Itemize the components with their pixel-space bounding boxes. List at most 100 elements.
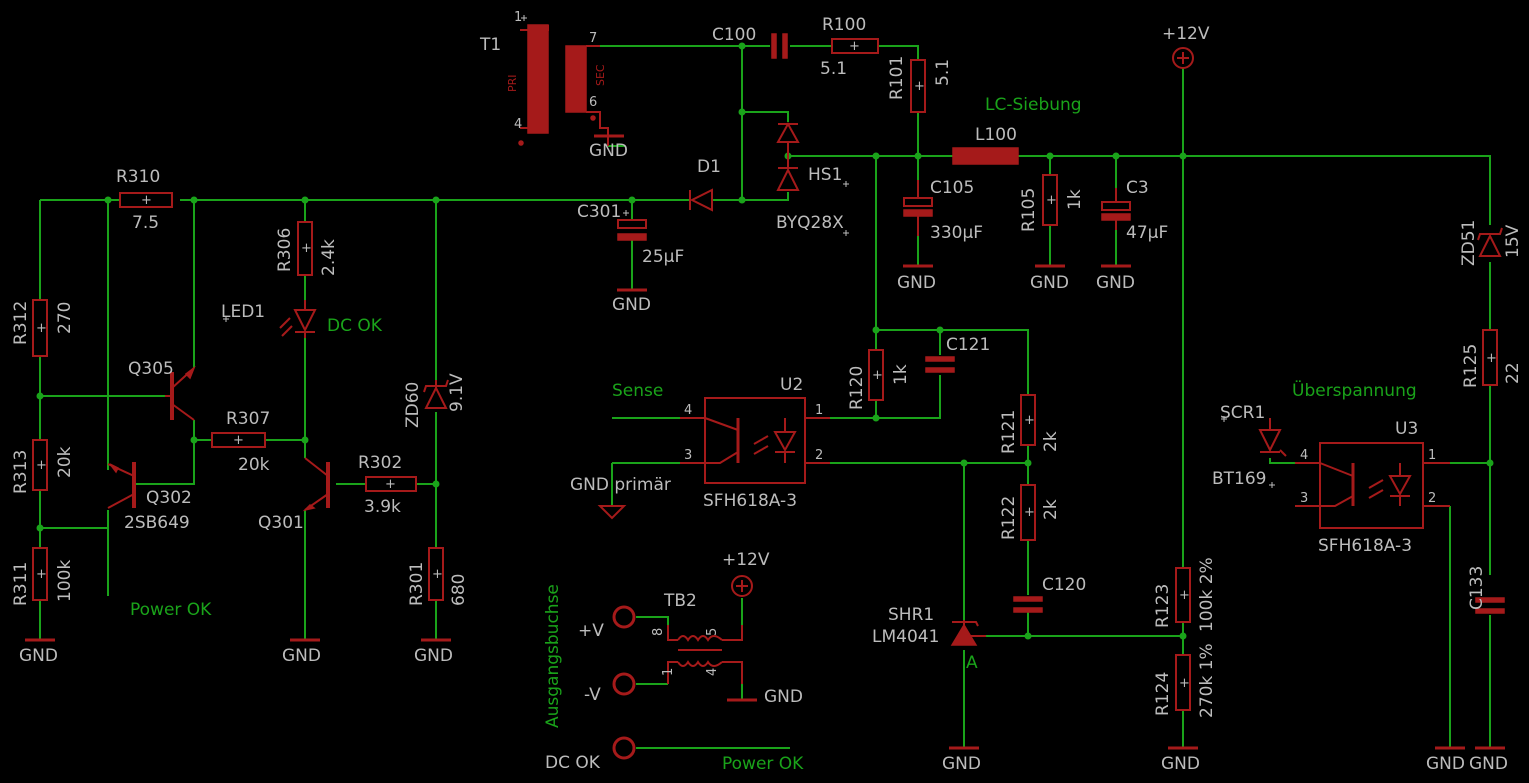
svg-text:+: + xyxy=(872,368,883,383)
net-labels: DC OK Power OK Power OK LC-Siebung Sense… xyxy=(130,95,1417,774)
gnd-label-u3: GND xyxy=(1426,754,1465,774)
r310-value: 7.5 xyxy=(132,213,159,233)
r121-value: 2k xyxy=(1041,431,1061,452)
r307-value: 20k xyxy=(238,455,270,475)
c105-label: C105 xyxy=(930,178,974,198)
tb2-pin-8: 8 xyxy=(651,628,666,636)
c3-label: C3 xyxy=(1126,178,1149,198)
r124-label: R124 xyxy=(1153,672,1173,716)
svg-text:+: + xyxy=(1046,193,1057,208)
svg-text:+: + xyxy=(141,193,152,208)
svg-text:+: + xyxy=(1024,413,1035,428)
gnd-label-tb2: GND xyxy=(764,687,803,707)
svg-text:+: + xyxy=(849,39,860,54)
diodes: D1 HS1 BYQ28X ZD60 9.1V ZD51 15V LED1 xyxy=(221,121,1523,673)
svg-text:+: + xyxy=(1179,588,1190,603)
zd51-label: ZD51 xyxy=(1459,220,1479,266)
d1-label: D1 xyxy=(697,157,721,177)
shr1-label: SHR1 xyxy=(888,605,934,625)
u3-part: SFH618A-3 xyxy=(1318,536,1412,556)
tb2-pin-5: 5 xyxy=(705,628,720,636)
r100-value: 5.1 xyxy=(820,59,847,79)
r122-label: R122 xyxy=(999,496,1019,540)
u2-pin-1: 1 xyxy=(815,403,823,418)
gnd-label-c301: GND xyxy=(612,295,651,315)
svg-text:+: + xyxy=(36,567,47,582)
net-lc-siebung: LC-Siebung xyxy=(985,95,1082,115)
net-power-ok-bottom: Power OK xyxy=(722,754,804,774)
gnd-label-r301: GND xyxy=(414,646,453,666)
r125-label: R125 xyxy=(1461,344,1481,388)
r306-value: 2.4k xyxy=(319,239,339,276)
connector-tb2: TB2 8 5 1 4 xyxy=(651,591,743,684)
svg-text:+: + xyxy=(1486,351,1497,366)
t1-pin-4: 4 xyxy=(514,117,522,132)
net-uberspannung: Überspannung xyxy=(1292,379,1417,401)
tb2-pin-4: 4 xyxy=(705,668,720,676)
c121-label: C121 xyxy=(946,335,990,355)
r311-value: 100k xyxy=(55,560,75,602)
r312-label: R312 xyxy=(11,301,31,345)
r311-label: R311 xyxy=(11,562,31,606)
c120-label: C120 xyxy=(1042,575,1086,595)
svg-text:+: + xyxy=(301,241,312,256)
c3-value: 47µF xyxy=(1126,223,1168,243)
transistors: Q305 Q302 2SB649 Q301 xyxy=(107,359,330,533)
tb2-pin-1: 1 xyxy=(661,668,676,676)
u2-part: SFH618A-3 xyxy=(703,491,797,511)
c105-value: 330µF xyxy=(930,223,983,243)
q302-part: 2SB649 xyxy=(124,513,190,533)
shr1-pin: A xyxy=(966,653,978,673)
junctions xyxy=(36,42,1494,640)
t1-pin-1: 1 xyxy=(514,10,522,25)
origin-markers xyxy=(223,15,1275,488)
gnd-label-c133: GND xyxy=(1469,754,1508,774)
optocoupler-u2: U2 SFH618A-3 4 3 1 2 xyxy=(680,375,830,511)
c133-label: C133 xyxy=(1467,566,1487,610)
t1-pin-6: 6 xyxy=(589,95,597,110)
r105-value: 1k xyxy=(1065,189,1085,210)
output-terminals: +V -V DC OK xyxy=(545,605,636,773)
u3-pin-3: 3 xyxy=(1300,491,1308,506)
u2-pin-4: 4 xyxy=(684,403,692,418)
u3-pin-1: 1 xyxy=(1428,448,1436,463)
gnd-label-r105: GND xyxy=(1030,273,1069,293)
r302-value: 3.9k xyxy=(364,497,401,517)
r121-label: R121 xyxy=(999,410,1019,454)
net-sense: Sense xyxy=(612,381,663,401)
svg-text:+: + xyxy=(233,433,244,448)
r120-value: 1k xyxy=(891,364,911,385)
q302-label: Q302 xyxy=(146,488,192,508)
gnd-label-t1: GND xyxy=(589,141,628,161)
vcc-label-top: +12V xyxy=(1162,24,1210,44)
r122-value: 2k xyxy=(1041,499,1061,520)
net-gnd-primar: GND primär xyxy=(570,475,671,495)
c301-value: 25µF xyxy=(642,247,684,267)
svg-text:+: + xyxy=(914,79,925,94)
r301-value: 680 xyxy=(449,574,469,606)
svg-text:+: + xyxy=(36,458,47,473)
u2-label: U2 xyxy=(780,375,803,395)
r312-value: 270 xyxy=(55,302,75,334)
capacitors: C100 C105 330µF C3 47µF C301 25µF C121 C… xyxy=(577,25,1505,614)
gnd-label-c105: GND xyxy=(897,273,936,293)
wires xyxy=(39,45,1491,749)
r313-label: R313 xyxy=(11,450,31,494)
r313-value: 20k xyxy=(55,446,75,478)
r101-label: R101 xyxy=(887,56,907,100)
r301-label: R301 xyxy=(407,562,427,606)
u3-label: U3 xyxy=(1395,419,1418,439)
u2-pin-2: 2 xyxy=(815,448,823,463)
power-symbols: +12V +12V GND GND GND GND GND GND GND GN… xyxy=(19,24,1508,774)
svg-text:+: + xyxy=(36,321,47,336)
c100-label: C100 xyxy=(712,25,756,45)
q305-label: Q305 xyxy=(128,359,174,379)
gnd-label-shr1: GND xyxy=(942,754,981,774)
u2-pin-3: 3 xyxy=(684,448,692,463)
r124-value: 270k 1% xyxy=(1197,643,1217,718)
vcc-label-tb2: +12V xyxy=(722,550,770,570)
svg-text:+: + xyxy=(1024,505,1035,520)
transformer-t1: T1 PRI SEC 1 4 7 6 xyxy=(479,10,609,146)
u3-pin-2: 2 xyxy=(1428,491,1436,506)
